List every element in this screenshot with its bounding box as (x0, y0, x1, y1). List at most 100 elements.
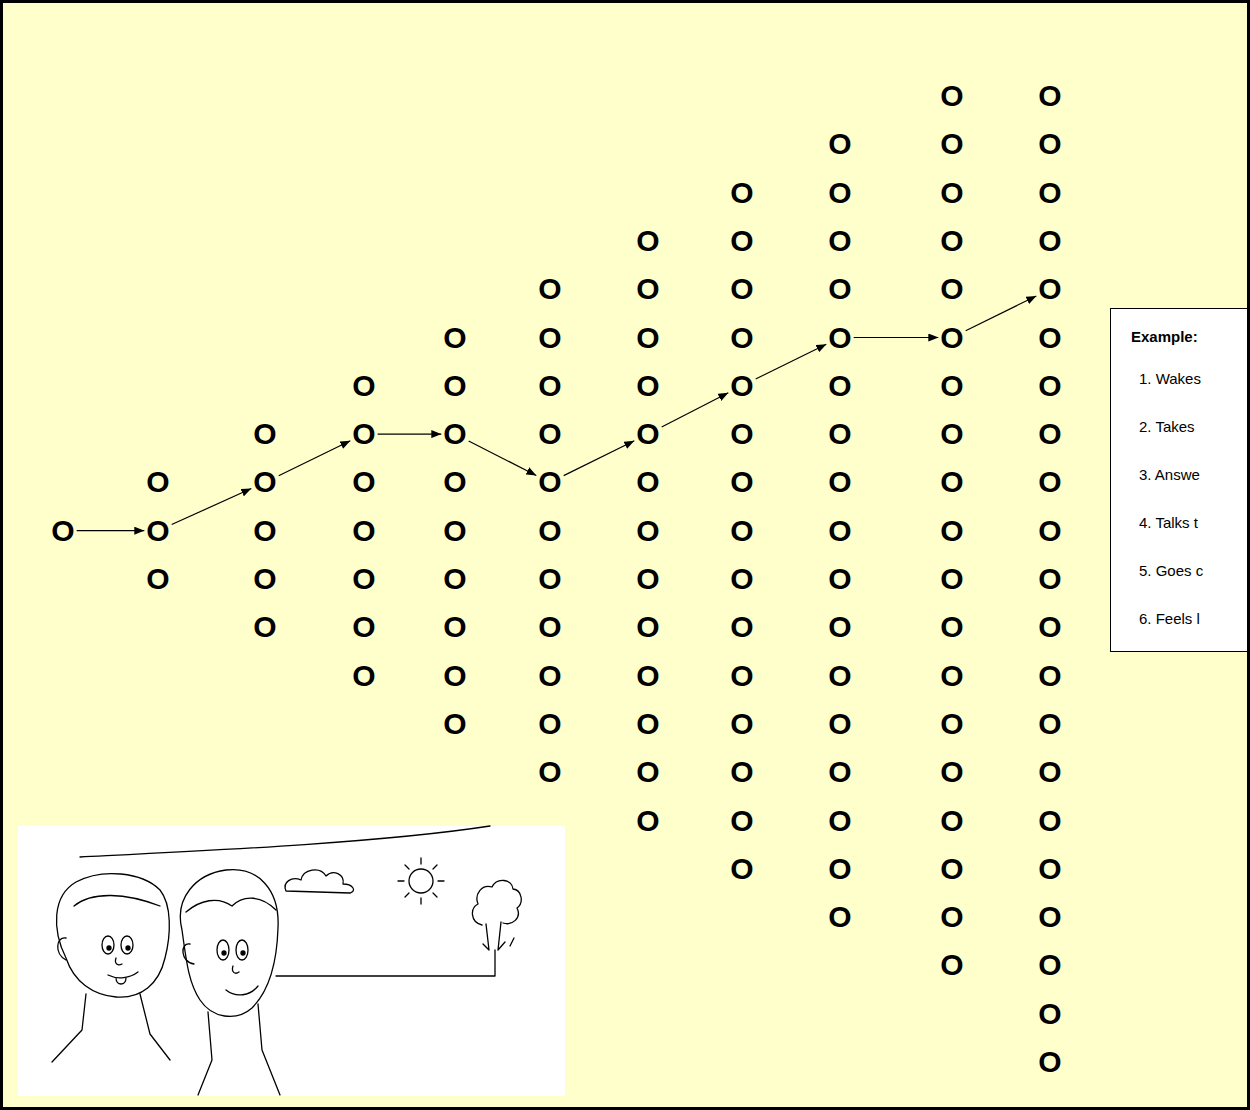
path-step: O (350, 419, 377, 449)
o-letter: O (1036, 323, 1063, 353)
o-letter: O (536, 757, 563, 787)
step-arrow (662, 393, 729, 427)
path-step: O (728, 371, 755, 401)
o-letter: O (1036, 709, 1063, 739)
o-letter: O (634, 612, 661, 642)
o-letter: O (728, 516, 755, 546)
o-letter: O (938, 854, 965, 884)
path-step: O (441, 419, 468, 449)
o-letter: O (938, 709, 965, 739)
o-letter: O (938, 612, 965, 642)
step-letter: O (352, 419, 375, 449)
o-letter: O (938, 950, 965, 980)
o-letter: O (441, 612, 468, 642)
o-letter: O (634, 806, 661, 836)
o-letter: O (938, 661, 965, 691)
o-letter: O (251, 564, 278, 594)
o-letter: O (826, 854, 853, 884)
o-letter: O (826, 419, 853, 449)
o-letter: O (634, 757, 661, 787)
o-letter: O (938, 178, 965, 208)
step-letter: O (1038, 274, 1061, 304)
o-letter: O (441, 661, 468, 691)
horizon-line (80, 826, 490, 857)
o-letter: O (441, 467, 468, 497)
step-letter: O (730, 371, 753, 401)
path-step: O (536, 467, 563, 497)
o-letter: O (441, 709, 468, 739)
o-letter: O (1036, 661, 1063, 691)
o-letter: O (938, 129, 965, 159)
o-letter: O (1036, 129, 1063, 159)
o-letter: O (826, 612, 853, 642)
o-letter: O (634, 371, 661, 401)
o-letter: O (634, 709, 661, 739)
o-letter: O (1036, 806, 1063, 836)
step-letter: O (146, 516, 169, 546)
step-letter: O (443, 419, 466, 449)
example-item: 2. Takes (1139, 417, 1250, 437)
o-letter: O (826, 806, 853, 836)
o-letter: O (826, 709, 853, 739)
o-letter: O (826, 274, 853, 304)
o-letter: O (728, 467, 755, 497)
example-item: 4. Talks t (1139, 513, 1250, 533)
example-item: 1. Wakes (1139, 369, 1250, 389)
o-letter: O (1036, 612, 1063, 642)
o-letter: O (1036, 371, 1063, 401)
picture-panel (18, 826, 565, 1096)
o-letter: O (536, 371, 563, 401)
step-arrow (469, 441, 537, 475)
o-letter: O (938, 806, 965, 836)
o-letter: O (1036, 419, 1063, 449)
o-letter: O (441, 323, 468, 353)
o-letter: O (441, 371, 468, 401)
sun-sketch (398, 858, 444, 904)
o-letter: O (728, 178, 755, 208)
o-letter: O (1036, 902, 1063, 932)
o-letter: O (536, 709, 563, 739)
o-letter: O (1036, 226, 1063, 256)
path-step: O (634, 419, 661, 449)
o-letter: O (938, 274, 965, 304)
step-arrow (966, 296, 1037, 331)
o-letter: O (1036, 516, 1063, 546)
path-step: O (938, 323, 965, 353)
o-letter: O (144, 564, 171, 594)
o-letter: O (728, 226, 755, 256)
o-letter: O (350, 612, 377, 642)
o-letter: O (350, 516, 377, 546)
step-letter: O (51, 516, 74, 546)
o-letter: O (938, 757, 965, 787)
o-letter: O (826, 661, 853, 691)
o-letter: O (938, 902, 965, 932)
o-letter: O (144, 467, 171, 497)
step-arrow (854, 337, 939, 338)
o-letter: O (938, 226, 965, 256)
o-letter: O (826, 902, 853, 932)
o-letter: O (634, 467, 661, 497)
path-step: O (144, 516, 171, 546)
example-item: 6. Feels l (1139, 609, 1250, 629)
o-letter: O (728, 757, 755, 787)
path-step: O (1036, 274, 1063, 304)
o-letter: O (728, 419, 755, 449)
right-face-sketch (180, 870, 280, 1095)
example-item: 5. Goes c (1139, 561, 1250, 581)
o-letter: O (350, 371, 377, 401)
o-letter: O (826, 129, 853, 159)
o-letter: O (251, 612, 278, 642)
step-letter: O (538, 467, 561, 497)
o-letter: O (634, 226, 661, 256)
o-letter: O (826, 516, 853, 546)
path-step: O (826, 323, 853, 353)
o-letter: O (938, 516, 965, 546)
o-letter: O (938, 81, 965, 111)
o-letter: O (1036, 178, 1063, 208)
o-letter: O (938, 467, 965, 497)
o-letter: O (251, 516, 278, 546)
o-letter: O (826, 178, 853, 208)
o-letter: O (536, 274, 563, 304)
